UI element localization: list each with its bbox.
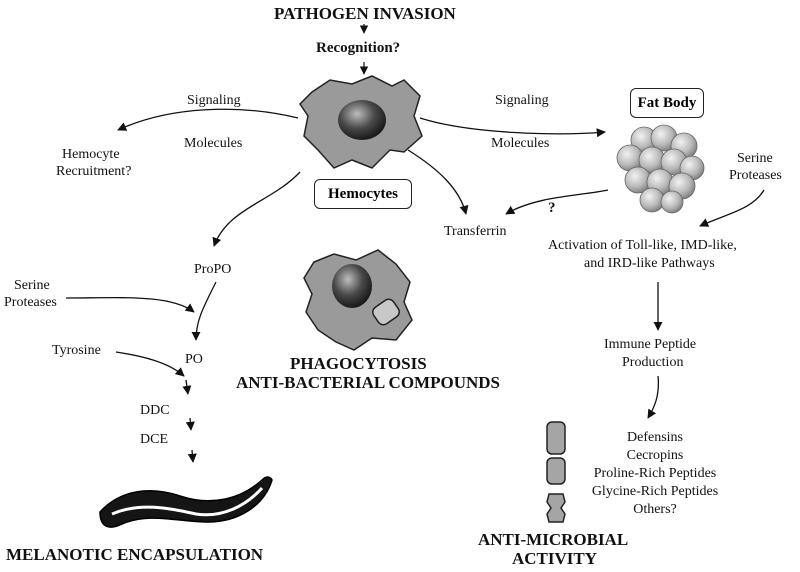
fat-body-cluster-icon <box>616 124 705 214</box>
hemocyte-cell-icon <box>299 75 423 169</box>
peptide-capsule-icon-3 <box>546 493 566 523</box>
antimicrobial-line1: ANTI-MICROBIAL <box>478 530 629 549</box>
hemocytes-label: Hemocytes <box>328 186 398 202</box>
peptide-item-cecropins: Cecropins <box>626 448 684 463</box>
melanotic-encapsulation-label: MELANOTIC ENCAPSULATION <box>6 545 264 564</box>
left-molecules-label: Molecules <box>184 136 243 151</box>
peptide-capsule-icon-2 <box>546 457 566 485</box>
peptide-item-glycine-rich: Glycine-Rich Peptides <box>591 484 719 499</box>
fat-body-label-box: Fat Body <box>630 88 704 118</box>
pathogen-invasion-title: PATHOGEN INVASION <box>274 4 456 23</box>
melanization-arrows <box>65 281 217 463</box>
peptide-item-proline-rich: Proline-Rich Peptides <box>593 466 717 481</box>
right-signaling-label: Signaling <box>495 93 549 108</box>
melanotic-capsule-icon <box>99 476 273 528</box>
transferrin-label: Transferrin <box>444 224 507 239</box>
tyrosine-label: Tyrosine <box>52 343 101 358</box>
serine-right-line1: Serine <box>737 151 773 166</box>
pathways-line2: and IRD-like Pathways <box>584 256 715 271</box>
po-label: PO <box>185 352 203 367</box>
transferrin-question-mark: ? <box>548 200 556 216</box>
phagocytic-hemocyte-icon <box>303 249 413 351</box>
right-molecules-label: Molecules <box>491 136 550 151</box>
peptide-item-defensins: Defensins <box>627 430 683 445</box>
peptide-production-line2: Production <box>622 355 684 370</box>
hemocytes-label-box: Hemocytes <box>314 179 412 209</box>
signaling-arrows <box>117 108 765 247</box>
pathways-line1: Activation of Toll-like, IMD-like, <box>548 238 737 253</box>
peptide-item-others: Others? <box>633 502 677 517</box>
ddc-label: DDC <box>140 403 170 418</box>
peptide-arrows <box>647 282 663 419</box>
left-signaling-label: Signaling <box>187 93 241 108</box>
peptide-capsule-icons <box>546 421 566 523</box>
hemocyte-recruitment-line1: Hemocyte <box>62 147 120 162</box>
hemocyte-recruitment-line2: Recruitment? <box>56 164 132 179</box>
serine-left-line2: Proteases <box>4 295 57 310</box>
phagocytosis-line1: PHAGOCYTOSIS <box>290 354 427 373</box>
propo-label: ProPO <box>194 262 232 277</box>
recognition-label: Recognition? <box>316 40 401 56</box>
fat-body-label: Fat Body <box>637 95 697 111</box>
dce-label: DCE <box>140 432 168 447</box>
phagocytosis-line2: ANTI-BACTERIAL COMPOUNDS <box>236 373 500 392</box>
peptide-capsule-icon-1 <box>546 421 566 455</box>
serine-right-line2: Proteases <box>729 168 782 183</box>
serine-left-line1: Serine <box>14 278 50 293</box>
antimicrobial-line2: ACTIVITY <box>512 549 598 568</box>
peptide-production-line1: Immune Peptide <box>604 337 697 352</box>
